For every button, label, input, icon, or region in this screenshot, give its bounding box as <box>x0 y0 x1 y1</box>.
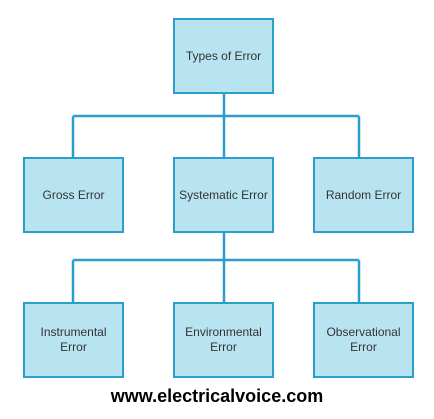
node-types-of-error: Types of Error <box>173 18 274 94</box>
website-watermark: www.electricalvoice.com <box>110 386 324 406</box>
node-environmental-error: Environmental Error <box>173 302 274 378</box>
node-instrumental-error: Instrumental Error <box>23 302 124 378</box>
node-random-error: Random Error <box>313 157 414 233</box>
node-observational-error: Observational Error <box>313 302 414 378</box>
node-systematic-error: Systematic Error <box>173 157 274 233</box>
node-gross-error: Gross Error <box>23 157 124 233</box>
